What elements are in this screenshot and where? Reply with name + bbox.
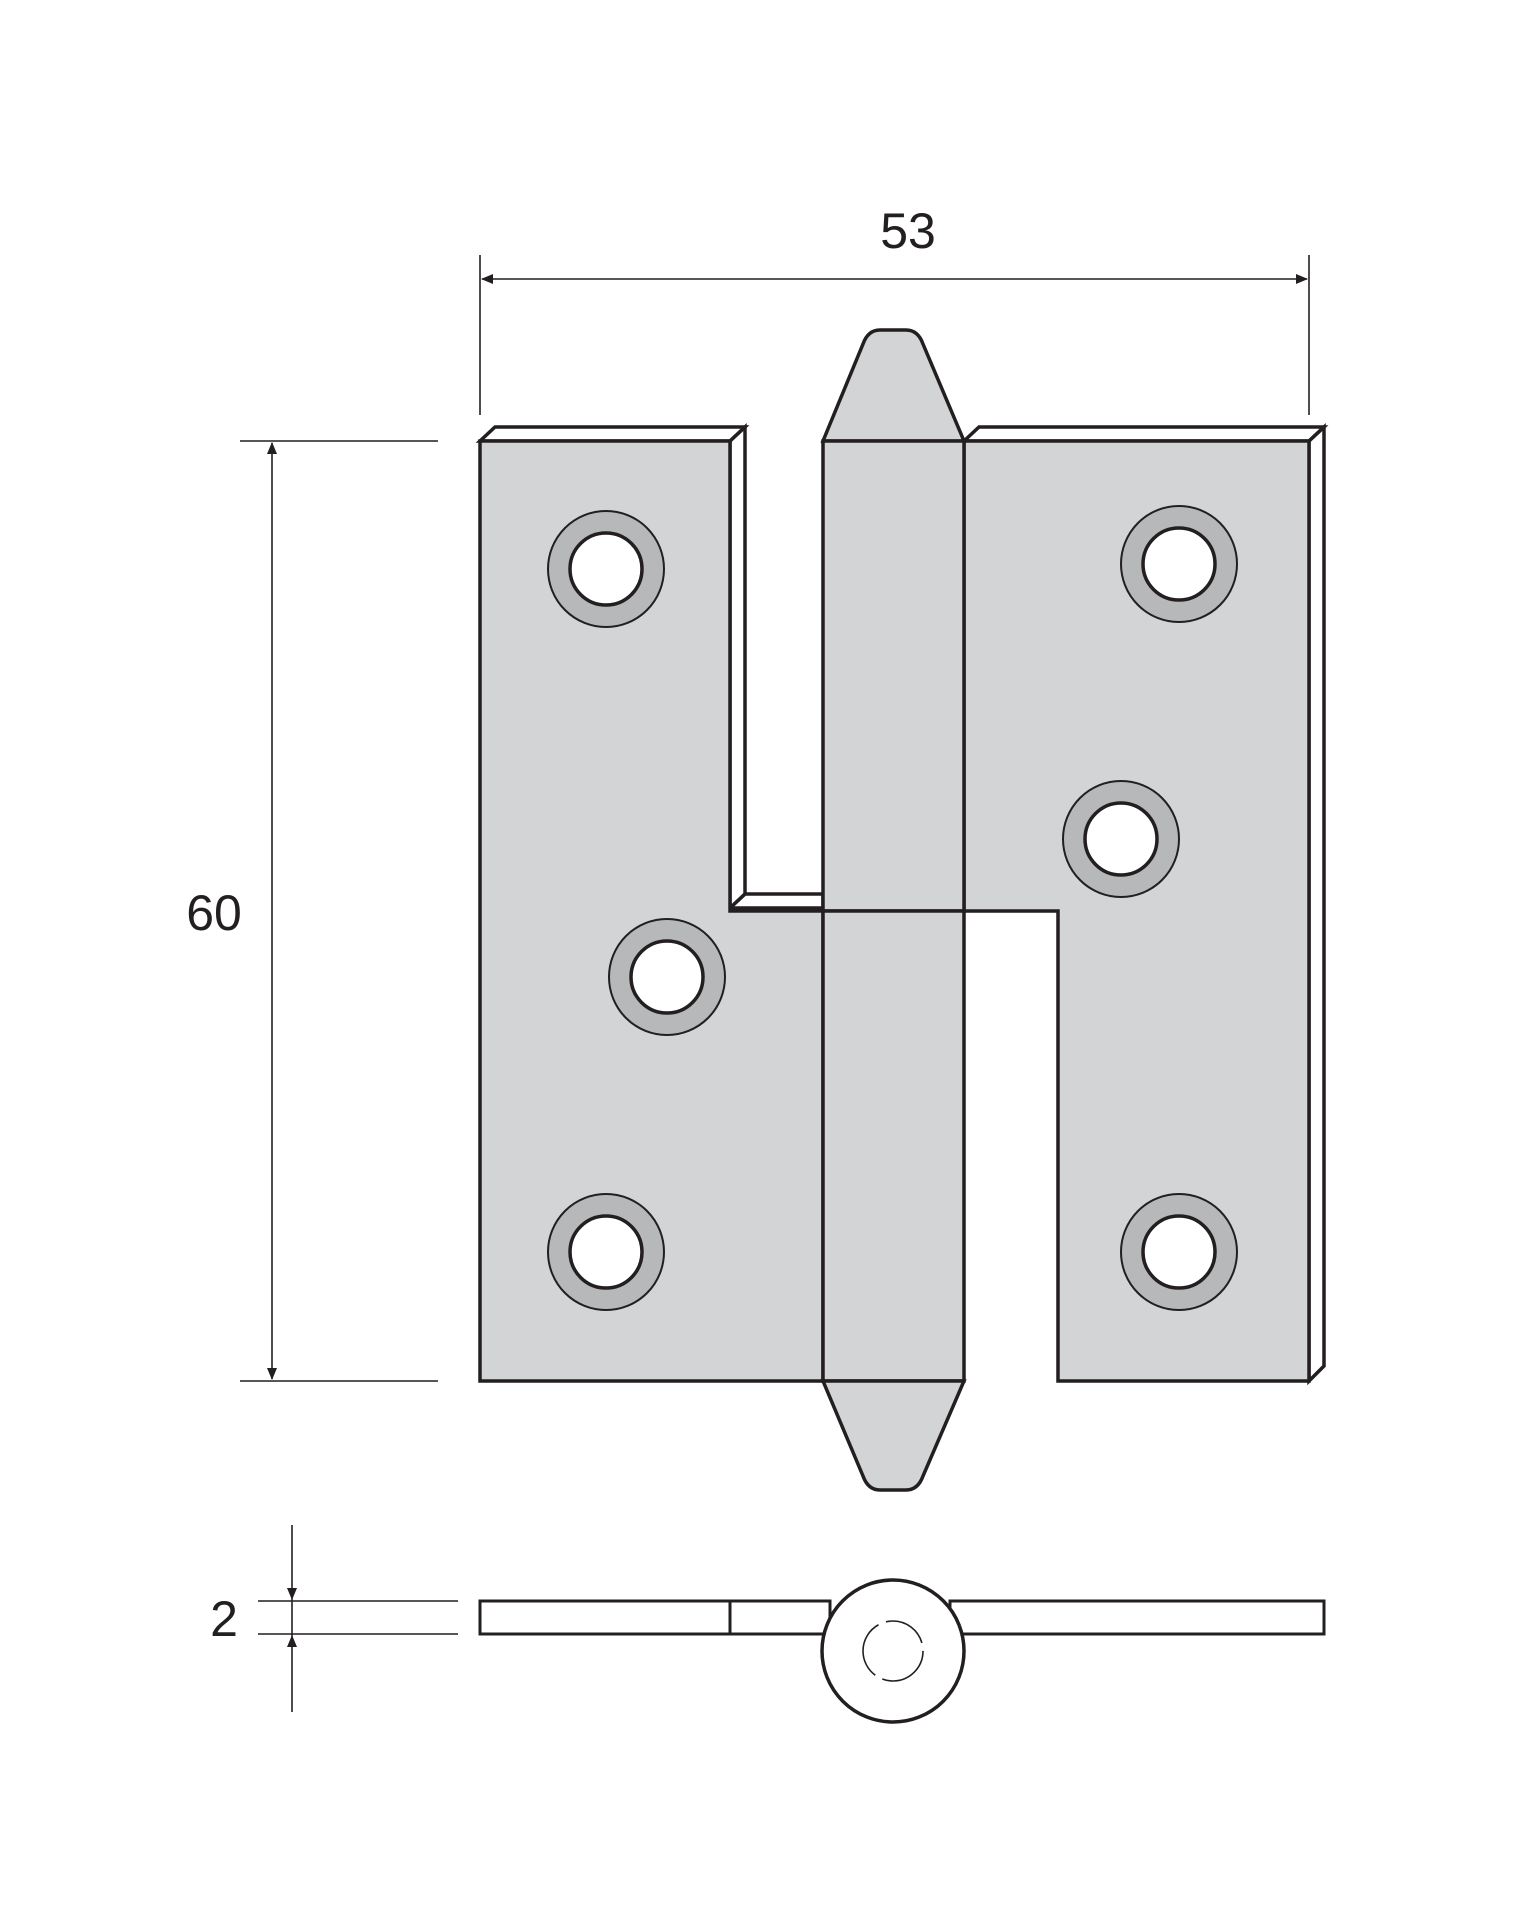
screw-hole-right-top (1120, 505, 1238, 623)
thickness-dimension: 2 (210, 1525, 458, 1712)
height-label: 60 (186, 885, 242, 941)
knuckle-upper-segment (821, 439, 966, 913)
end-view-right-leaf (948, 1599, 1326, 1636)
screw-hole-right-bottom (1120, 1193, 1238, 1311)
end-view-pin (862, 1620, 924, 1682)
hinge-front-view (475, 328, 1329, 1492)
height-dimension: 60 (186, 440, 438, 1382)
thickness-label: 2 (210, 1591, 238, 1647)
screw-hole-left-bottom (547, 1193, 665, 1311)
width-dimension: 53 (479, 203, 1310, 415)
knuckle-top-finial (820, 328, 967, 443)
width-label: 53 (880, 203, 936, 259)
hinge-end-view (478, 1578, 1326, 1724)
hinge-knuckle (820, 328, 967, 1492)
end-view-knuckle (820, 1578, 966, 1724)
end-view-left-leaf-root (728, 1599, 832, 1636)
end-view-left-leaf (478, 1599, 732, 1636)
screw-hole-right-middle (1062, 780, 1180, 898)
screw-holes (547, 505, 1238, 1311)
knuckle-bottom-finial (820, 1379, 967, 1492)
screw-hole-left-top (547, 510, 665, 628)
screw-hole-left-middle (608, 918, 726, 1036)
knuckle-lower-segment (821, 909, 966, 1383)
